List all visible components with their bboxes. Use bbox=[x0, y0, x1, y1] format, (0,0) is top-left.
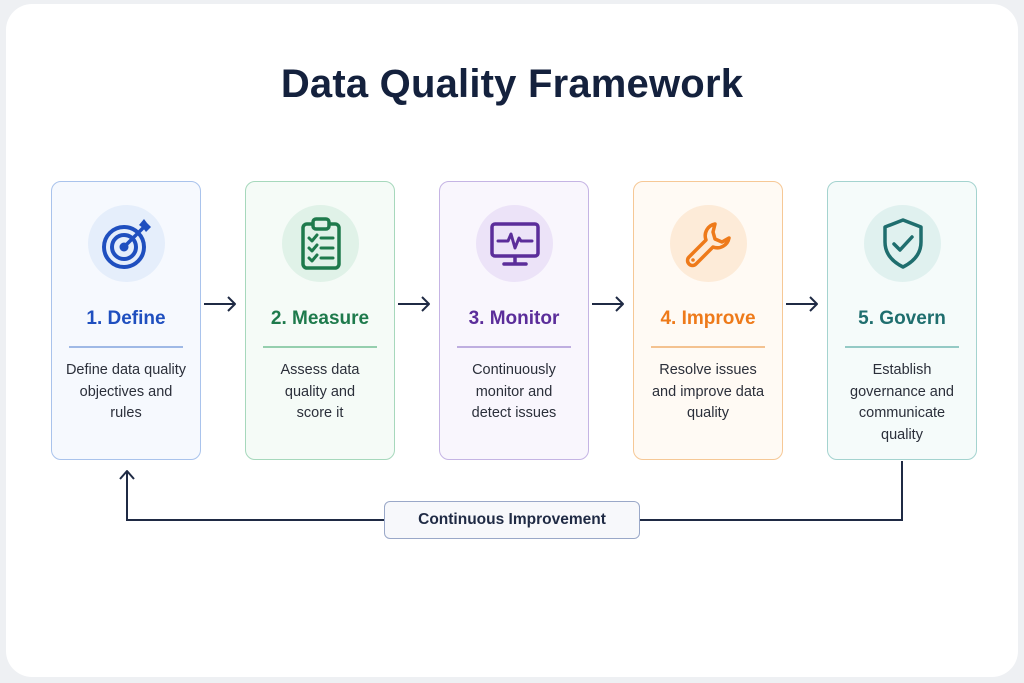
clipboard-checklist-icon bbox=[300, 216, 341, 270]
step-title: 4. Improve bbox=[660, 308, 756, 329]
icon-circle bbox=[282, 205, 359, 282]
step-title: 1. Define bbox=[86, 308, 166, 329]
icon-circle bbox=[670, 205, 747, 282]
divider bbox=[845, 346, 959, 348]
wrench-icon bbox=[685, 221, 731, 267]
divider bbox=[263, 346, 377, 348]
icon-circle bbox=[864, 205, 941, 282]
divider bbox=[651, 346, 765, 348]
arrow-right-icon bbox=[204, 296, 236, 312]
divider bbox=[457, 346, 571, 348]
arrow-right-icon bbox=[786, 296, 818, 312]
monitor-pulse-icon bbox=[489, 221, 540, 266]
shield-check-icon bbox=[882, 217, 923, 269]
target-icon bbox=[101, 218, 151, 269]
arrow-right-icon bbox=[398, 296, 430, 312]
continuous-improvement-label: Continuous Improvement bbox=[384, 501, 640, 539]
arrow-right-icon bbox=[592, 296, 624, 312]
diagram-title: Data Quality Framework bbox=[280, 62, 744, 106]
step-title: 5. Govern bbox=[858, 308, 946, 329]
icon-circle bbox=[88, 205, 165, 282]
icon-circle bbox=[476, 205, 553, 282]
step-title: 2. Measure bbox=[270, 308, 370, 329]
step-title: 3. Monitor bbox=[468, 308, 560, 329]
divider bbox=[69, 346, 183, 348]
